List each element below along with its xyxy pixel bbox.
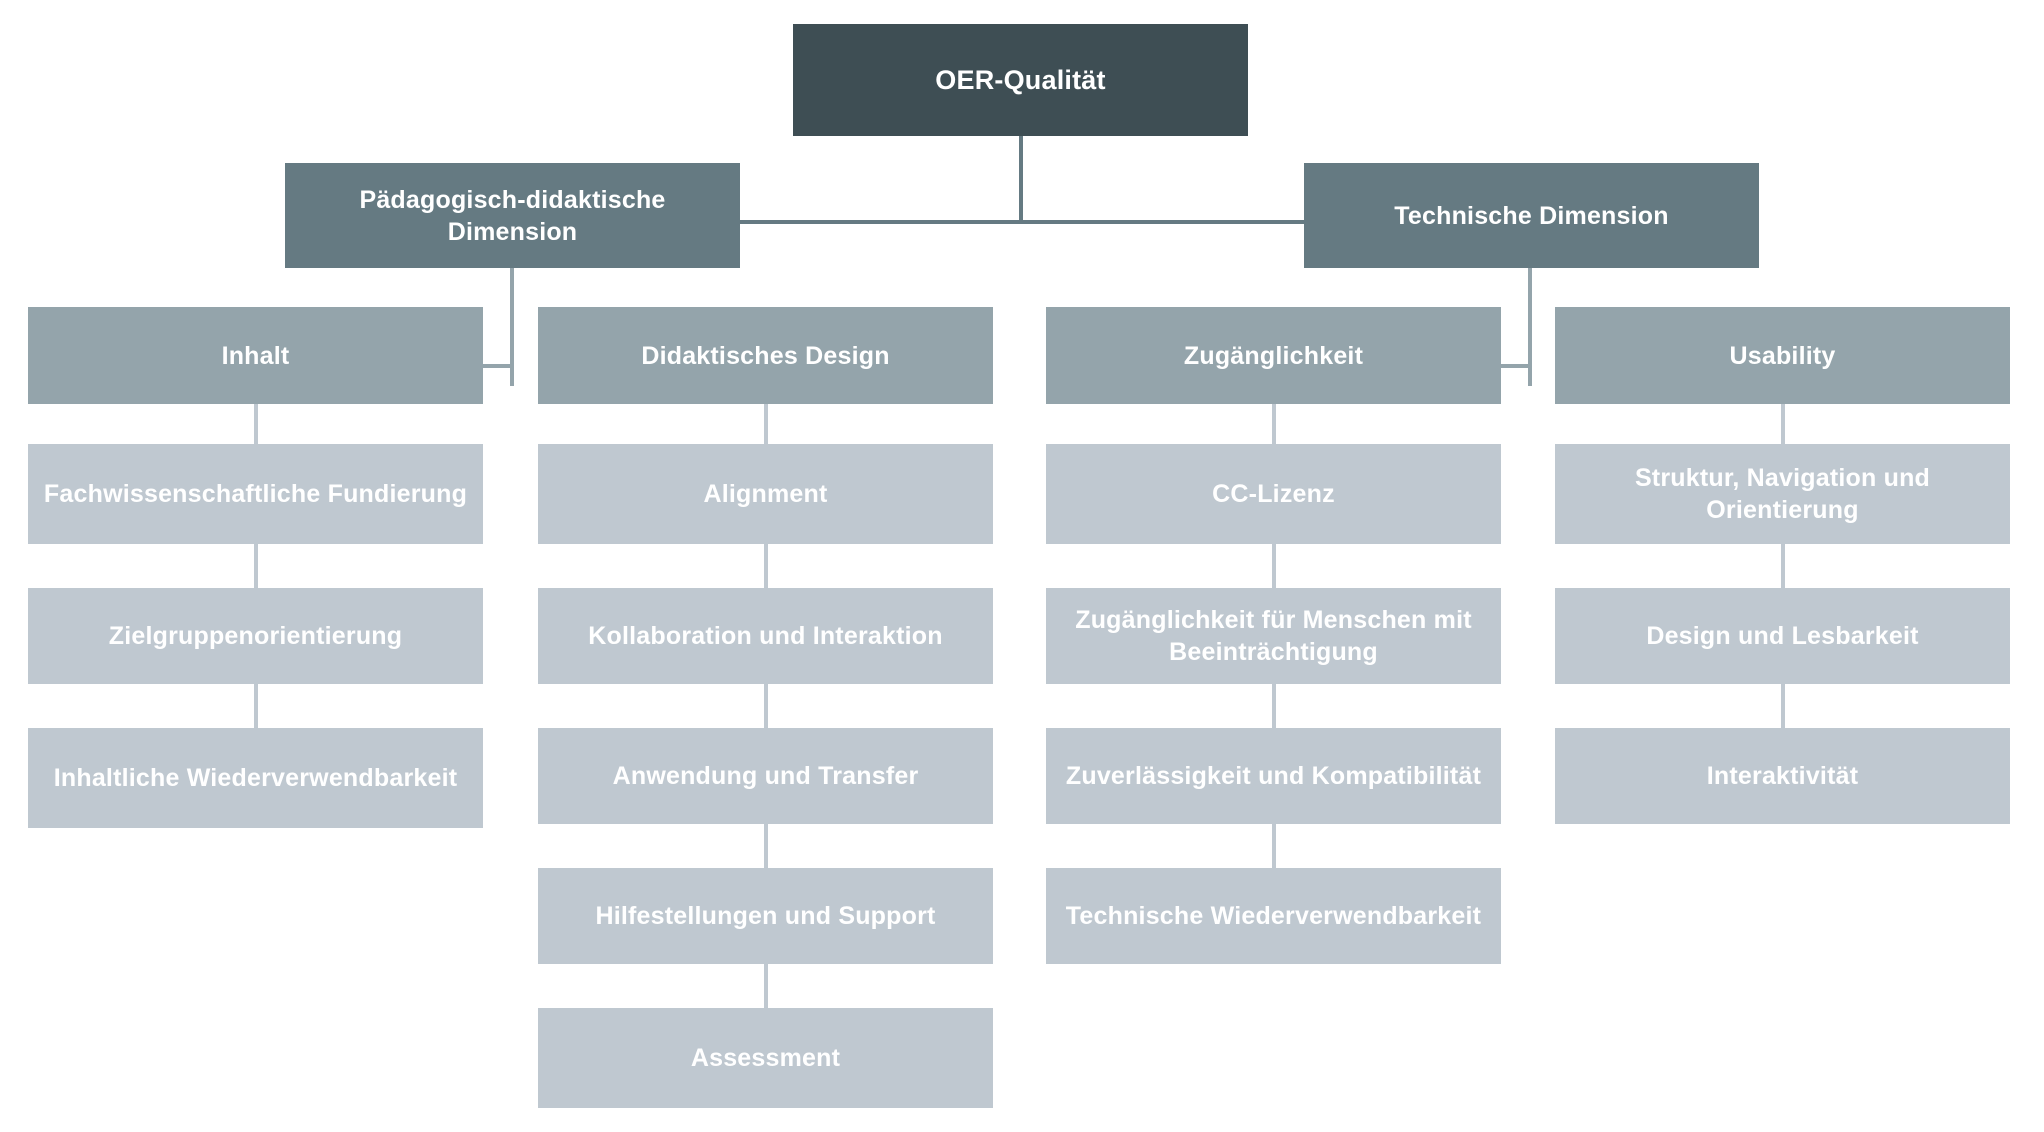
connector-inhalt-3 xyxy=(254,684,258,728)
connector-didaktik-1 xyxy=(764,404,768,444)
node-zuverlaessigkeit-und-kompatibilitaet[interactable]: Zuverlässigkeit und Kompatibilität xyxy=(1046,728,1501,824)
node-assessment[interactable]: Assessment xyxy=(538,1008,993,1108)
connector-paed-stem xyxy=(510,268,514,386)
node-alignment[interactable]: Alignment xyxy=(538,444,993,544)
node-technische-dimension[interactable]: Technische Dimension xyxy=(1304,163,1759,268)
node-zielgruppenorientierung[interactable]: Zielgruppenorientierung xyxy=(28,588,483,684)
connector-zugang-4 xyxy=(1272,824,1276,868)
node-kollaboration-und-interaktion[interactable]: Kollaboration und Interaktion xyxy=(538,588,993,684)
node-hilfestellungen-und-support[interactable]: Hilfestellungen und Support xyxy=(538,868,993,964)
node-didaktisches-design[interactable]: Didaktisches Design xyxy=(538,307,993,404)
node-paedagogisch-didaktische-dimension[interactable]: Pädagogisch-didaktische Dimension xyxy=(285,163,740,268)
connector-zugang-2 xyxy=(1272,544,1276,588)
node-fachwissenschaftliche-fundierung[interactable]: Fachwissenschaftliche Fundierung xyxy=(28,444,483,544)
connector-usability-1 xyxy=(1781,404,1785,444)
connector-didaktik-4 xyxy=(764,824,768,868)
node-zugaenglichkeit-fuer-menschen-mit-beeintraechtigung[interactable]: Zugänglichkeit für Menschen mit Beeinträ… xyxy=(1046,588,1501,684)
connector-root-stem xyxy=(1019,136,1023,222)
node-interaktivitaet[interactable]: Interaktivität xyxy=(1555,728,2010,824)
connector-dimension-spine xyxy=(737,220,1307,224)
connector-inhalt-1 xyxy=(254,404,258,444)
node-cc-lizenz[interactable]: CC-Lizenz xyxy=(1046,444,1501,544)
node-anwendung-und-transfer[interactable]: Anwendung und Transfer xyxy=(538,728,993,824)
connector-usability-3 xyxy=(1781,684,1785,728)
node-usability[interactable]: Usability xyxy=(1555,307,2010,404)
node-oer-qualitaet[interactable]: OER-Qualität xyxy=(793,24,1248,136)
connector-didaktik-2 xyxy=(764,544,768,588)
connector-inhalt-2 xyxy=(254,544,258,588)
connector-zugang-3 xyxy=(1272,684,1276,728)
node-technische-wiederverwendbarkeit[interactable]: Technische Wiederverwendbarkeit xyxy=(1046,868,1501,964)
node-inhalt[interactable]: Inhalt xyxy=(28,307,483,404)
connector-didaktik-5 xyxy=(764,964,768,1008)
node-design-und-lesbarkeit[interactable]: Design und Lesbarkeit xyxy=(1555,588,2010,684)
node-inhaltliche-wiederverwendbarkeit[interactable]: Inhaltliche Wiederverwendbarkeit xyxy=(28,728,483,828)
node-struktur-navigation-und-orientierung[interactable]: Struktur, Navigation und Orientierung xyxy=(1555,444,2010,544)
connector-usability-2 xyxy=(1781,544,1785,588)
connector-didaktik-3 xyxy=(764,684,768,728)
connector-zugang-1 xyxy=(1272,404,1276,444)
node-zugaenglichkeit[interactable]: Zugänglichkeit xyxy=(1046,307,1501,404)
connector-tech-stem xyxy=(1528,268,1532,386)
